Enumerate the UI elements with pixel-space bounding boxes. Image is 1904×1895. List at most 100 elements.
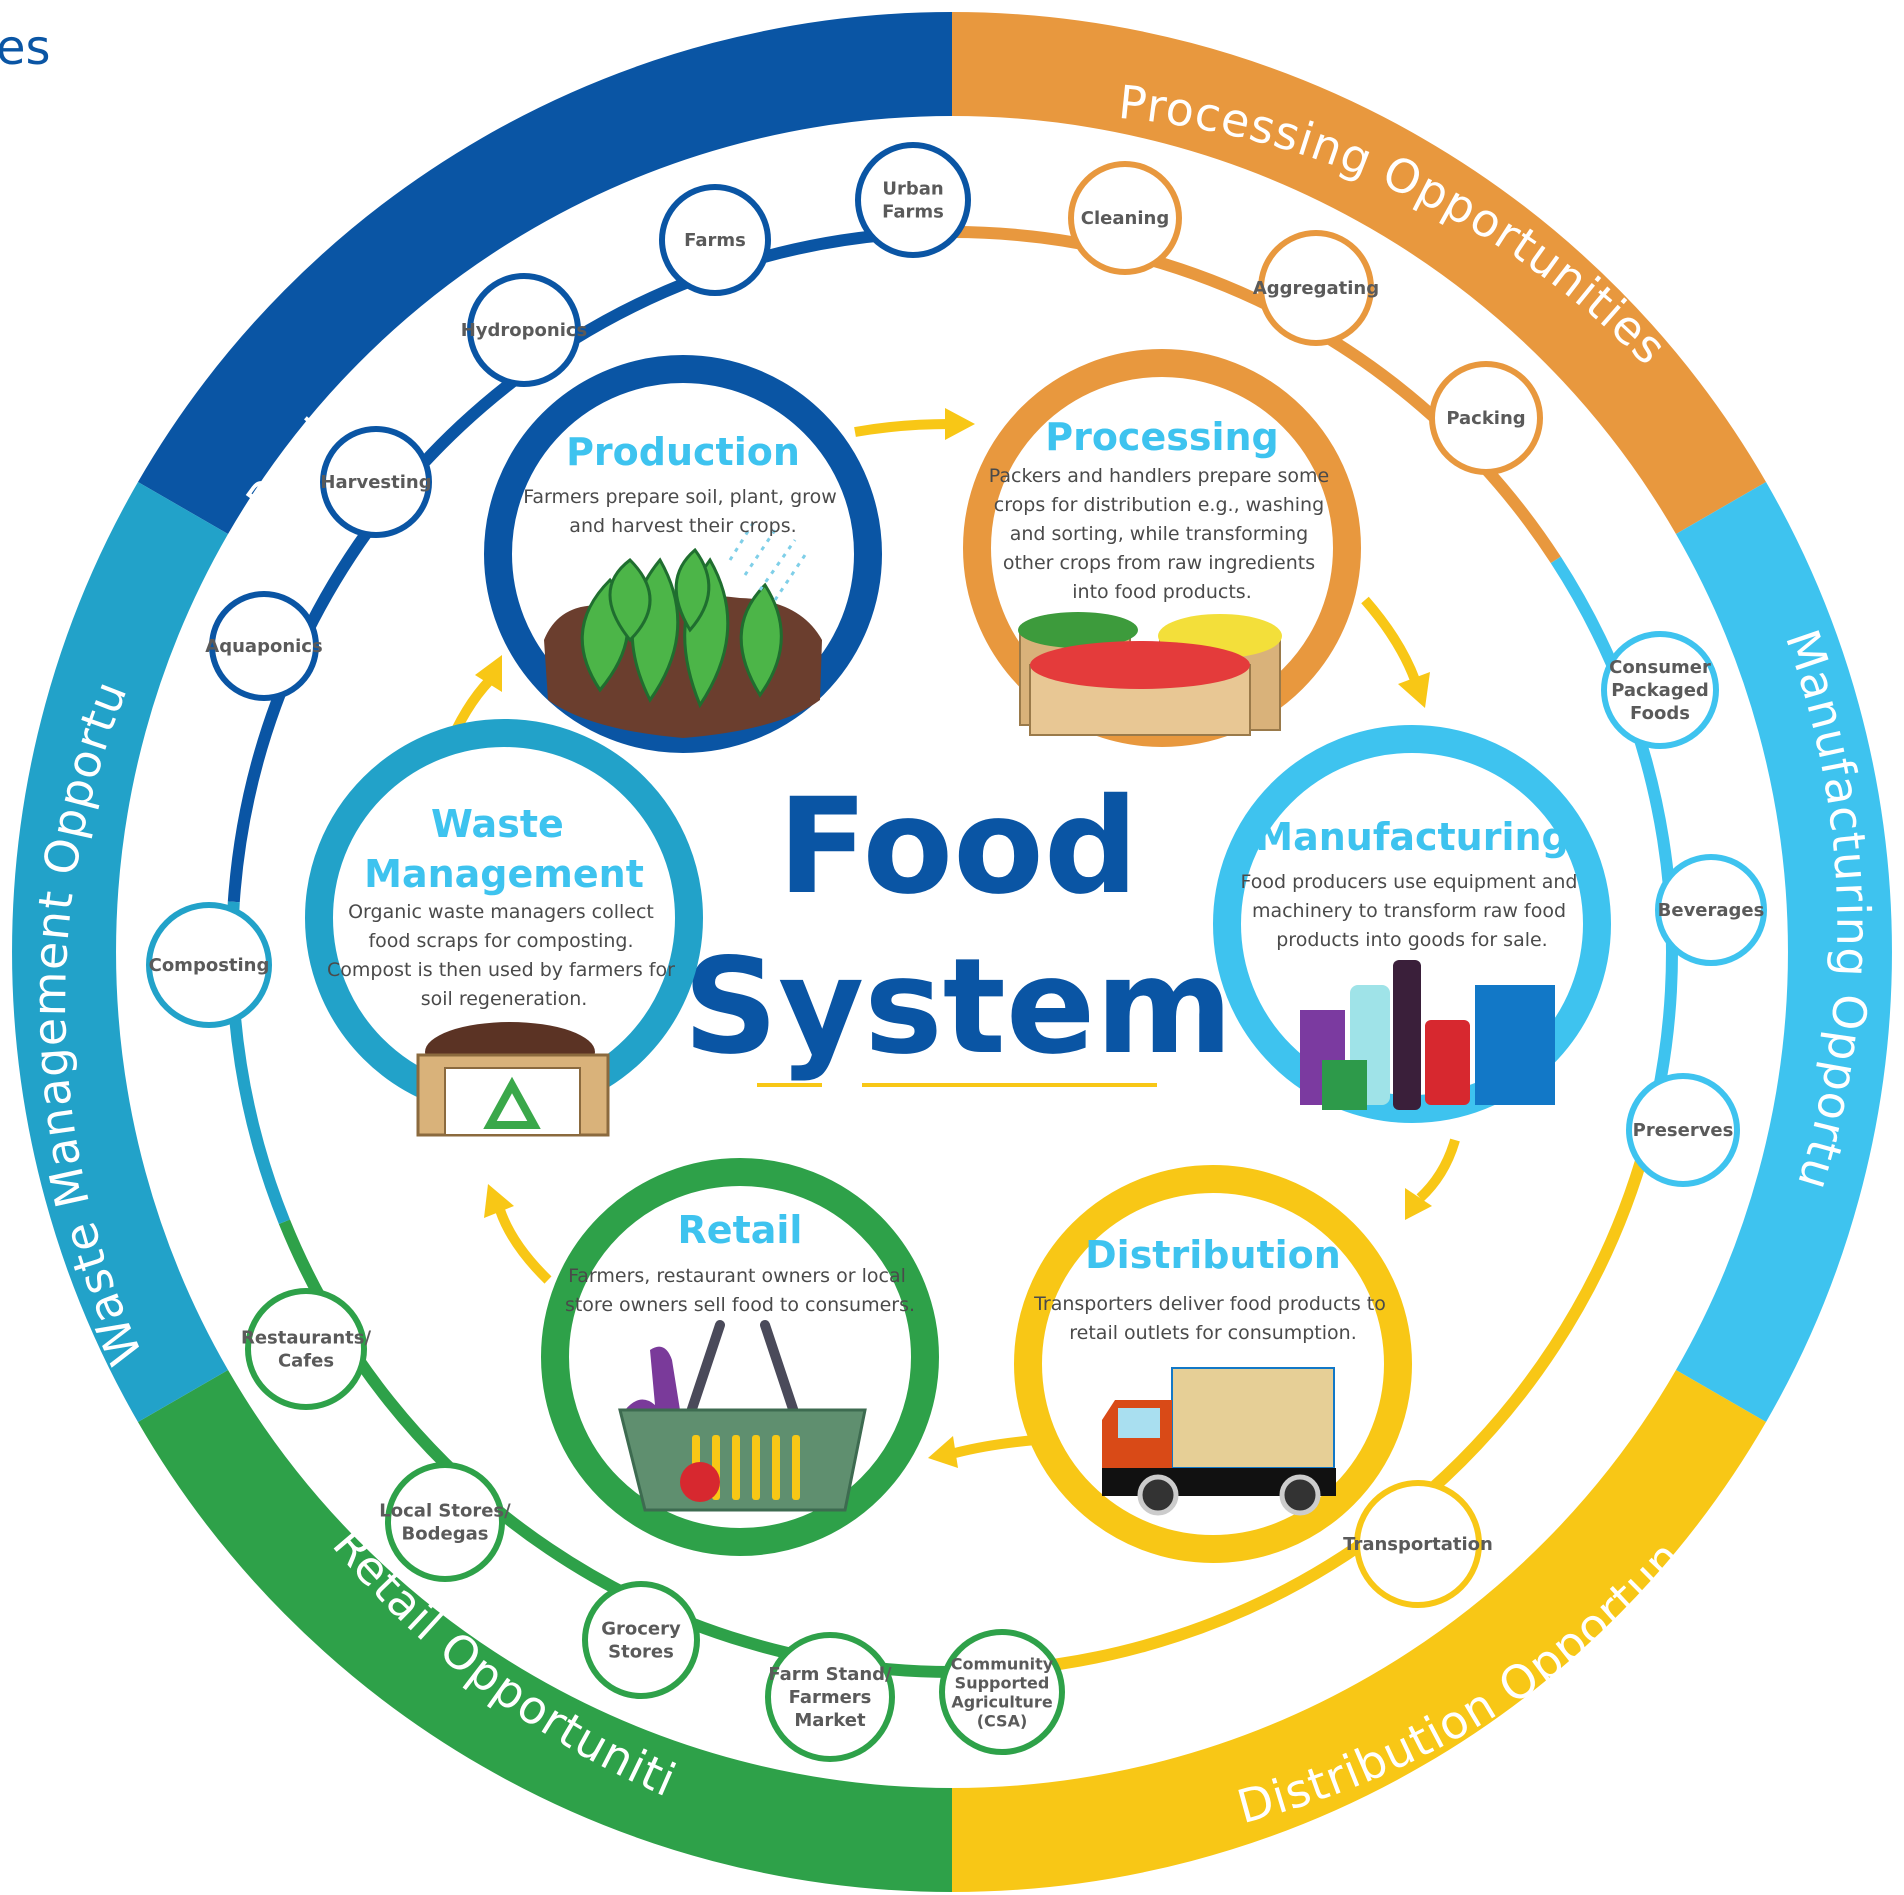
node-preserves-label: Preserves — [1633, 1120, 1734, 1141]
inner-track-manufacturing — [1550, 556, 1678, 1140]
node-harvesting-circle — [320, 426, 432, 538]
center-title: Food System — [683, 770, 1233, 1087]
node-cleaning-circle — [1068, 161, 1182, 275]
node-composting: Composting — [146, 902, 272, 1028]
inner-track-production — [227, 226, 953, 903]
node-packing-label: Packing — [1446, 408, 1525, 429]
node-composting-label: Composting — [149, 955, 270, 976]
node-transportation-label: Transportation — [1343, 1534, 1493, 1555]
retail-title: Retail — [678, 1208, 803, 1252]
node-grocery-stores-circle — [582, 1581, 700, 1699]
node-cleaning: Cleaning — [1068, 161, 1182, 275]
node-aggregating-circle — [1258, 230, 1374, 346]
node-hydroponics: Hydroponics — [461, 273, 587, 387]
distribution-title: Distribution — [1085, 1233, 1341, 1277]
distribution-description: Transporters deliver food products to re… — [1033, 1293, 1392, 1344]
node-farms: Farms — [659, 184, 771, 296]
outer-ring-processing — [951, 12, 1767, 535]
arrow-processing-to-manufacturing — [1361, 596, 1420, 682]
stage-retail: Retail Farmers, restaurant owners or loc… — [541, 1158, 939, 1556]
processing-description: Packers and handlers prepare some crops … — [989, 465, 1336, 603]
cropped-heading-text: es — [0, 20, 51, 76]
packaged-goods-icon — [1300, 960, 1555, 1110]
outer-ring-distribution — [951, 1369, 1767, 1892]
node-transportation-circle — [1354, 1480, 1482, 1608]
waste-management-description: Organic waste managers collect food scra… — [327, 901, 681, 1010]
outer-ring-manufacturing — [1675, 482, 1892, 1422]
center-title-line1: Food — [778, 770, 1139, 924]
node-aggregating: Aggregating — [1253, 230, 1379, 346]
node-aquaponics-circle — [209, 591, 319, 701]
node-cleaning-label: Cleaning — [1081, 208, 1169, 229]
node-beverages: Beverages — [1655, 854, 1767, 966]
arrow-production-to-processing-head — [945, 408, 975, 440]
arrow-waste-management-to-production-head — [475, 655, 502, 692]
node-hydroponics-circle — [467, 273, 581, 387]
outer-ring-waste — [12, 482, 229, 1422]
node-composting-circle — [146, 902, 272, 1028]
manufacturing-description: Food producers use equipment and machine… — [1241, 871, 1584, 951]
node-preserves-circle — [1626, 1073, 1740, 1187]
stage-manufacturing: Manufacturing Food producers use equipme… — [1213, 725, 1611, 1123]
outer-ring-production — [137, 12, 953, 535]
center-title-line2: System — [683, 930, 1233, 1084]
node-urban-farms-circle — [855, 142, 971, 258]
arrow-distribution-to-retail — [953, 1435, 1037, 1458]
node-transportation: Transportation — [1343, 1480, 1493, 1608]
node-local-stores-bodegas-label: Local Stores/Bodegas — [379, 1501, 511, 1545]
outer-opportunity-ring — [12, 12, 1892, 1892]
node-aquaponics-label: Aquaponics — [205, 636, 322, 657]
arrow-manufacturing-to-distribution — [1416, 1138, 1460, 1202]
truck-icon — [1102, 1367, 1336, 1516]
production-title: Production — [566, 430, 800, 474]
node-harvesting-label: Harvesting — [320, 472, 431, 493]
plants-icon — [544, 519, 822, 738]
arrow-manufacturing-to-distribution-head — [1405, 1188, 1432, 1220]
node-packing-circle — [1429, 361, 1543, 475]
arrow-retail-to-waste-management — [495, 1208, 552, 1284]
outer-ring-retail — [137, 1369, 953, 1892]
waste-management-title: Waste Management — [364, 802, 644, 896]
arrow-production-to-processing — [854, 419, 951, 437]
stage-waste-management: Waste Management Organic waste managers … — [305, 719, 703, 1137]
production-description: Farmers prepare soil, plant, grow and ha… — [523, 486, 843, 537]
node-farm-stand-farmers-market-circle — [765, 1632, 895, 1762]
node-beverages-circle — [1655, 854, 1767, 966]
produce-crates-icon — [1018, 612, 1282, 736]
node-harvesting: Harvesting — [320, 426, 432, 538]
opportunity-nodes: Aquaponics Harvesting Hydroponics Farms Urba… — [146, 142, 1767, 1762]
node-packing: Packing — [1429, 361, 1543, 475]
node-preserves: Preserves — [1626, 1073, 1740, 1187]
node-farms-label: Farms — [684, 230, 746, 251]
node-restaurants-cafes: Restaurants/Cafes — [241, 1288, 371, 1410]
node-beverages-label: Beverages — [1658, 900, 1765, 921]
node-aquaponics: Aquaponics — [205, 591, 323, 701]
node-restaurants-cafes-circle — [245, 1288, 367, 1410]
arrow-distribution-to-retail-head — [928, 1436, 958, 1468]
node-consumer-packaged-foods-circle — [1601, 631, 1719, 749]
compost-bin-icon — [416, 1022, 610, 1137]
arrow-processing-to-manufacturing-head — [1398, 672, 1430, 708]
manufacturing-title: Manufacturing — [1255, 815, 1569, 859]
node-community-supported-agriculture-csa-circle — [939, 1629, 1065, 1755]
shopping-basket-icon — [618, 1320, 867, 1512]
node-local-stores-bodegas: Local Stores/Bodegas — [379, 1462, 511, 1582]
arrow-retail-to-waste-management-head — [484, 1184, 514, 1218]
node-local-stores-bodegas-circle — [385, 1462, 505, 1582]
stage-processing: Processing Packers and handlers prepare … — [963, 349, 1361, 747]
processing-title: Processing — [1045, 415, 1279, 459]
stage-distribution: Distribution Transporters deliver food p… — [1014, 1165, 1412, 1563]
retail-description: Farmers, restaurant owners or local stor… — [565, 1265, 915, 1316]
stage-production: Production Farmers prepare soil, plant, … — [484, 355, 882, 753]
